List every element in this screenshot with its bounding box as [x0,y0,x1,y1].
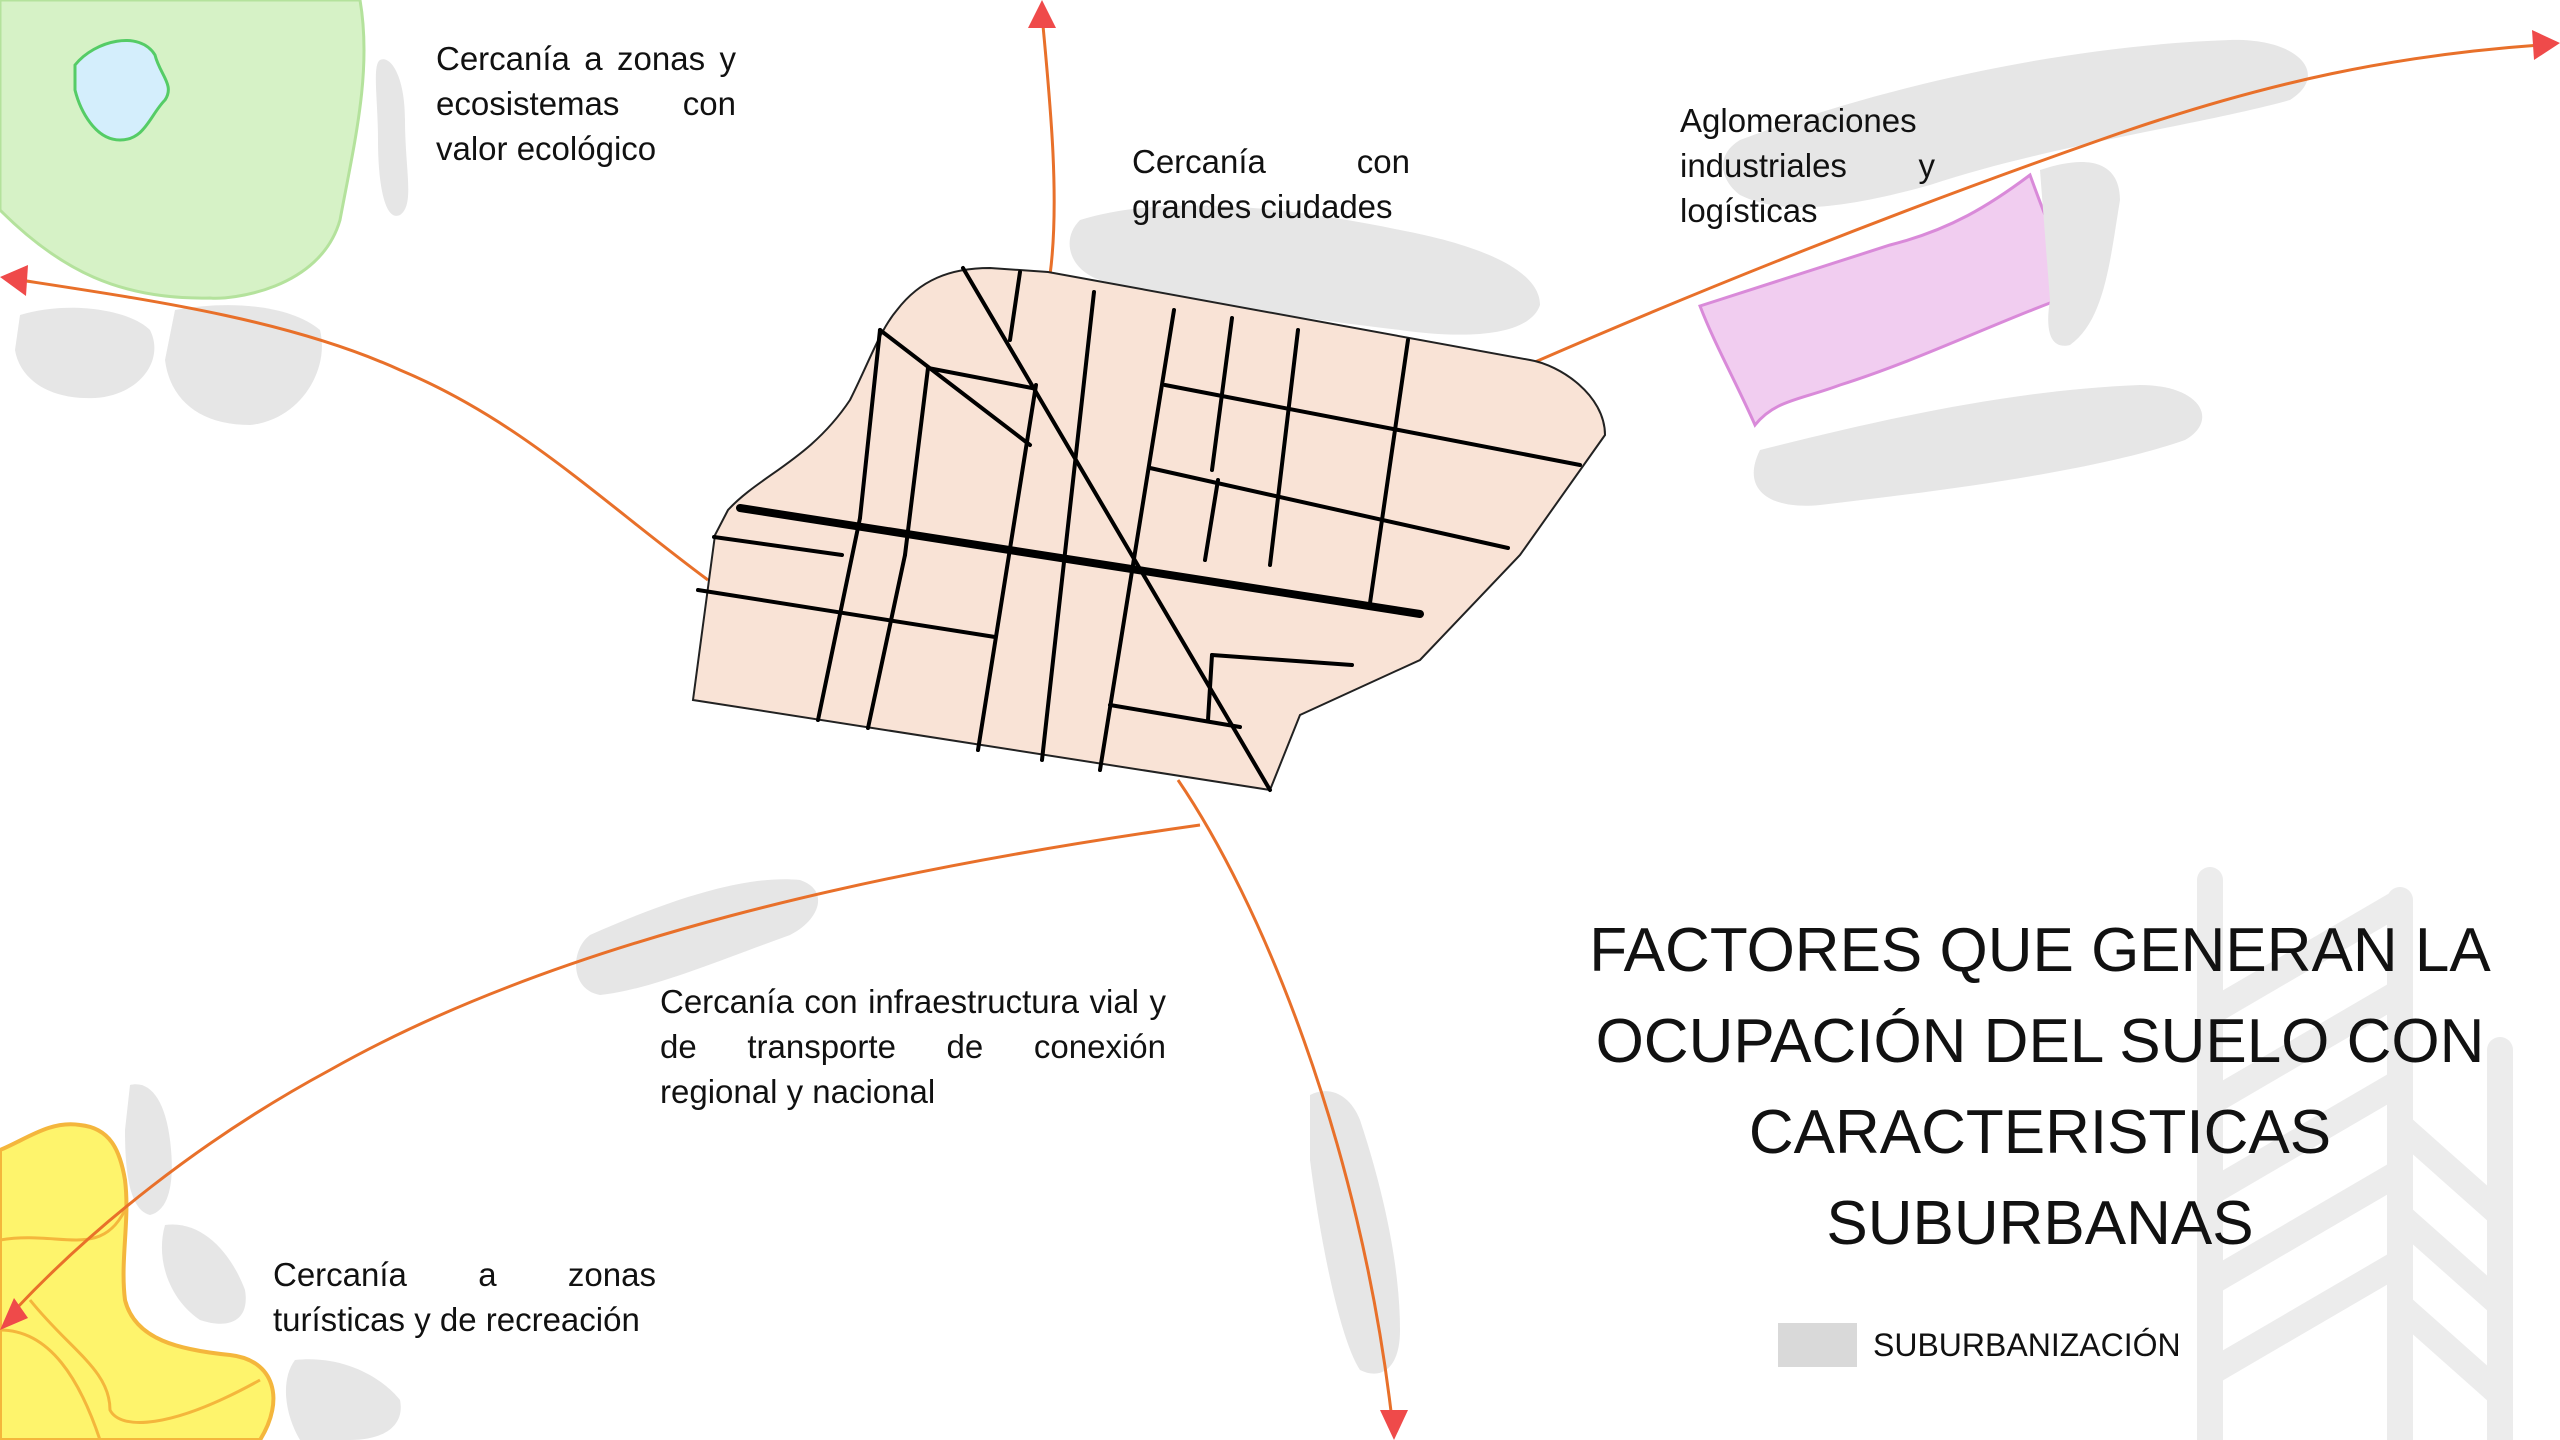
label-infrastructure: Cercanía con infraestructura vial y de t… [660,983,1166,1110]
arrow-north [1040,14,1056,276]
arrow-head-north [1028,0,1056,28]
legend: SUBURBANIZACIÓN [1778,1323,2181,1367]
legend-label: SUBURBANIZACIÓN [1873,1326,2181,1363]
building-watermark [2197,867,2513,1440]
arrow-east [1534,43,2541,364]
urban-area [691,266,1607,792]
suburban-patches [15,39,2308,1440]
street-grid [696,266,1582,792]
arrow-head-west [0,265,28,296]
ecological-zone [0,0,366,300]
arrow-head-east [2532,30,2560,60]
tourism-zone [0,1122,276,1440]
diagram-title: FACTORES QUE GENERAN LA OCUPACIÓN DEL SU… [1589,916,2491,1258]
label-industrial: Aglomeraciones industriales y logísticas [1680,102,1935,229]
label-tourism: Cercanía a zonas turísticas y de recreac… [273,1256,656,1338]
arrow-south [1176,779,1394,1421]
tourism-zone-paths [0,1209,261,1440]
arrow-west [19,278,709,582]
arrow-southwest [13,823,1201,1312]
label-ecological: Cercanía a zonas y ecosistemas con valor… [436,40,736,167]
main-avenue [736,504,1424,618]
legend-swatch [1778,1323,1857,1367]
arrow-head-southwest [0,1298,28,1330]
connection-arrows [13,14,2541,1421]
lake [73,39,170,142]
label-cities: Cercanía con grandes ciudades [1132,143,1410,225]
arrow-head-south [1380,1410,1408,1440]
